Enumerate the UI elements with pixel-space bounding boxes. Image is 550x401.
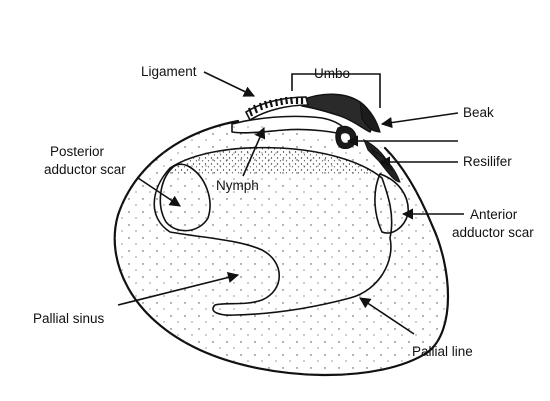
- posterior-adductor-scar: [159, 163, 211, 232]
- label-posterior-adductor-scar-line2: adductor scar: [44, 162, 126, 177]
- beak-arrow: [380, 112, 459, 129]
- label-resilifer: Resilifer: [463, 154, 512, 169]
- label-anterior-adductor-scar-line1: Anterior: [470, 207, 518, 222]
- label-pallial-line: Pallial line: [412, 344, 473, 359]
- ligament: [244, 96, 310, 122]
- label-beak: Beak: [463, 105, 494, 120]
- label-pallial-sinus: Pallial sinus: [33, 311, 105, 326]
- label-ligament: Ligament: [141, 64, 197, 79]
- label-umbo: Umbo: [314, 66, 350, 81]
- ligament-arrow: [203, 71, 256, 97]
- posterior-adductor-scar-arrow: [137, 177, 181, 207]
- umbo-bracket: [291, 73, 381, 108]
- nymph-arrow: [242, 126, 266, 177]
- shell-margin-shading: [114, 121, 449, 376]
- beak: [359, 100, 381, 133]
- anterior-adductor-scar: [374, 173, 409, 234]
- pallial-sinus-arrow: [117, 272, 240, 306]
- label-nymph: Nymph: [216, 178, 259, 193]
- label-posterior-adductor-scar-line1: Posterior: [50, 144, 105, 159]
- pallial-line-arrow: [359, 297, 415, 335]
- interior-dense-shading: [170, 147, 382, 175]
- umbo: [301, 93, 373, 133]
- label-anterior-adductor-scar-line2: adductor scar: [452, 225, 534, 240]
